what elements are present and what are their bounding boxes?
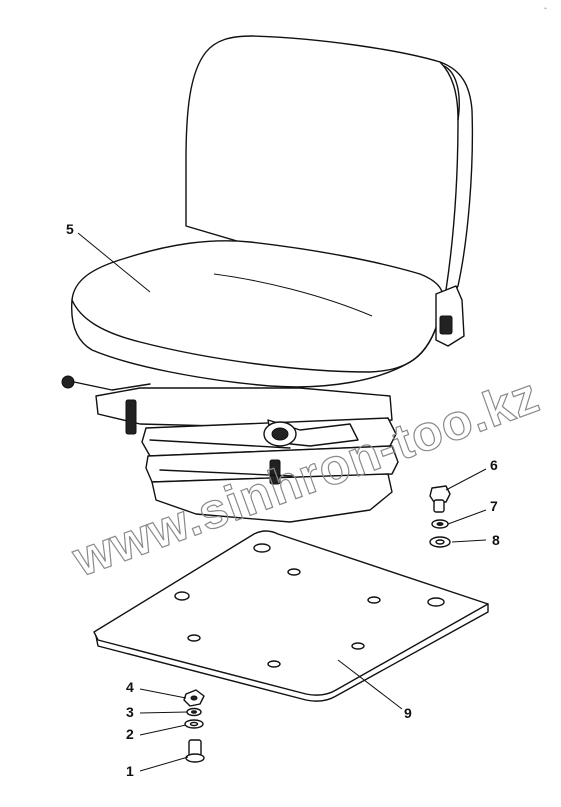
callout-9: 9 [404, 705, 412, 721]
part-4-nut [183, 689, 205, 707]
part-7-lock-washer [431, 519, 449, 529]
callout-4: 4 [126, 679, 134, 695]
leader-lines [77, 232, 487, 772]
callout-3: 3 [126, 704, 134, 720]
seat-suspension [61, 375, 399, 523]
part-6-bolt [429, 485, 451, 513]
plate-mounting-holes [174, 543, 445, 668]
corner-mark: ⁿⁿ [544, 6, 547, 11]
seat-backrest [185, 35, 474, 300]
callout-1: 1 [126, 763, 134, 779]
mounting-plate [93, 530, 489, 702]
callout-labels: 5 6 7 8 4 3 2 1 9 [66, 221, 500, 779]
callout-6: 6 [490, 457, 498, 473]
part-3-lock-washer [186, 707, 202, 717]
part-8-flat-washer [429, 536, 451, 548]
part-1-bolt [185, 739, 205, 763]
callout-7: 7 [490, 498, 498, 514]
callout-2: 2 [126, 726, 134, 742]
callout-5: 5 [66, 221, 74, 237]
part-2-flat-washer [184, 719, 204, 729]
backrest-hinge-bracket [435, 285, 465, 347]
callout-8: 8 [492, 532, 500, 548]
